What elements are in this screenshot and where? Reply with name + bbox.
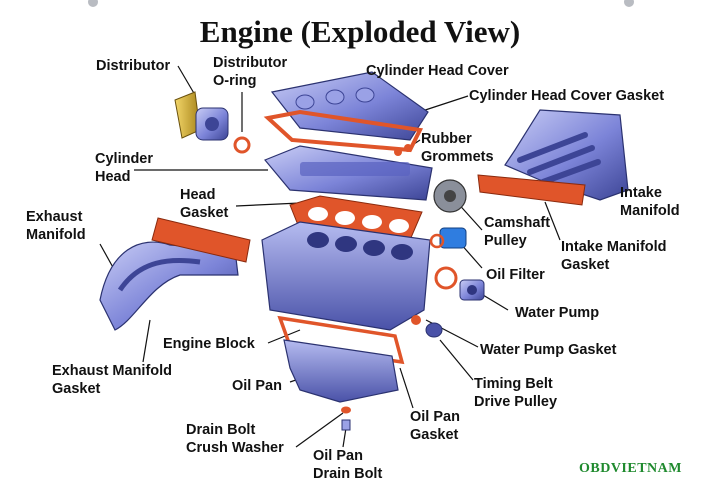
camshaft-pulley-part	[433, 179, 467, 213]
label-cylinder-head-cover-gasket: Cylinder Head Cover Gasket	[469, 88, 665, 104]
exhaust-manifold-gasket-part	[151, 217, 251, 263]
rubber-grommets-part	[394, 144, 412, 156]
oil-pan-gasket-part	[277, 315, 405, 365]
label-engine-block: Engine Block	[163, 336, 255, 352]
intake-manifold-gasket-part	[477, 174, 586, 206]
exhaust-manifold-part	[99, 241, 239, 331]
distributor-part	[174, 91, 229, 141]
label-rubber-grommets: Rubber Grommets	[421, 131, 494, 165]
punch-hole-right	[624, 0, 634, 7]
label-drain-bolt-crush-washer: Drain Bolt Crush Washer	[186, 422, 284, 456]
label-distributor: Distributor	[96, 58, 171, 74]
label-head-gasket: Head Gasket	[180, 187, 229, 221]
label-water-pump: Water Pump	[515, 305, 600, 321]
intake-manifold-part	[504, 109, 629, 201]
cylinder-head-cover-gasket-part	[263, 109, 424, 153]
cylinder-head-part	[264, 145, 433, 201]
label-cylinder-head-cover: Cylinder Head Cover	[366, 63, 509, 79]
timing-belt-drive-pulley-part	[411, 315, 443, 338]
label-oil-pan-drain-bolt: Oil Pan Drain Bolt	[313, 448, 383, 482]
engine-block-part	[261, 221, 431, 331]
drain-bolt-crush-washer-part	[341, 406, 351, 414]
water-pump-part	[459, 279, 485, 301]
punch-hole-left	[88, 0, 98, 7]
water-pump-gasket-part	[434, 266, 458, 290]
label-cylinder-head: Cylinder Head	[95, 151, 154, 185]
oil-pan-part	[283, 339, 399, 403]
label-oil-pan-gasket: Oil Pan Gasket	[410, 409, 460, 443]
label-intake-manifold: Intake Manifold	[620, 185, 680, 219]
cylinder-head-cover-part	[270, 71, 429, 141]
oil-filter-part	[429, 227, 467, 249]
label-camshaft-pulley: Camshaft Pulley	[484, 215, 551, 249]
label-oil-pan: Oil Pan	[232, 378, 282, 394]
label-exhaust-manifold-gasket: Exhaust Manifold Gasket	[52, 363, 173, 397]
label-distributor-oring: Distributor O-ring	[213, 55, 288, 89]
diagram-title: Engine (Exploded View)	[199, 14, 521, 49]
label-oil-filter: Oil Filter	[486, 267, 545, 283]
label-intake-manifold-gasket: Intake Manifold Gasket	[561, 239, 667, 273]
watermark: OBDVIETNAM	[578, 461, 682, 476]
label-timing-belt-drive-pulley: Timing Belt Drive Pulley	[474, 376, 558, 410]
label-water-pump-gasket: Water Pump Gasket	[480, 342, 617, 358]
label-exhaust-manifold: Exhaust Manifold	[26, 209, 86, 243]
distributor-oring-part	[233, 136, 251, 154]
oil-pan-drain-bolt-part	[341, 419, 351, 431]
